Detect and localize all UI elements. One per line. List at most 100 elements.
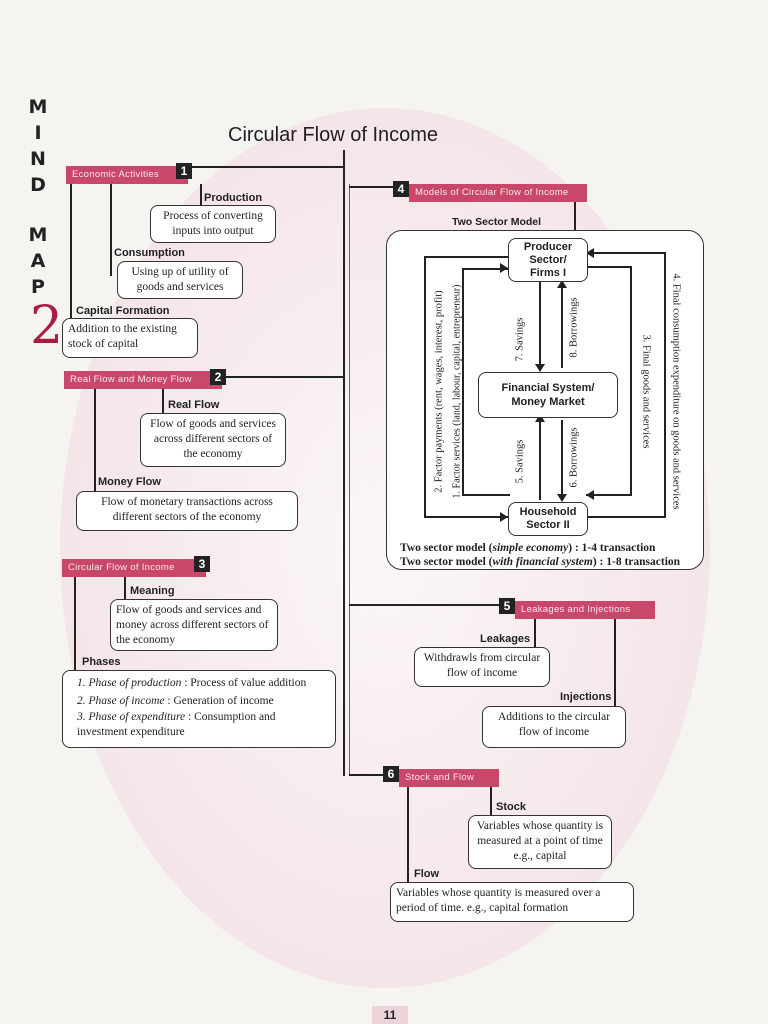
arrow-head xyxy=(500,512,508,522)
arrow-head xyxy=(586,490,594,500)
page-title: Circular Flow of Income xyxy=(228,124,439,146)
arrow-head xyxy=(586,248,594,258)
consumption-label: Consumption xyxy=(114,247,185,259)
arrow-head xyxy=(500,263,508,273)
savings-arrow xyxy=(539,282,541,368)
two-sector-label: Two Sector Model xyxy=(452,216,542,228)
connector xyxy=(407,787,409,883)
flow-line xyxy=(462,268,510,270)
section-2-number: 2 xyxy=(210,369,226,385)
connector xyxy=(74,577,76,671)
stock-box: Variables whose quantity is measured at … xyxy=(468,815,612,869)
arrow-head xyxy=(557,494,567,502)
connector xyxy=(162,389,164,415)
meaning-box: Flow of goods and services and money acr… xyxy=(110,599,278,651)
flow-line xyxy=(664,252,666,518)
model-note-financial: Two sector model (with financial system)… xyxy=(400,556,681,568)
page-number: 11 xyxy=(372,1006,408,1024)
section-3-heading: Circular Flow of Income xyxy=(62,559,206,577)
section-4-heading: Models of Circular Flow of Income xyxy=(409,184,587,202)
side-letter: N xyxy=(30,148,46,170)
side-letter: M xyxy=(28,224,48,246)
section-1-heading: Economic Activities xyxy=(66,166,188,184)
consumption-box: Using up of utility of goods and service… xyxy=(117,261,243,299)
leakages-box: Withdrawls from circular flow of income xyxy=(414,647,550,687)
side-letter: D xyxy=(30,174,46,196)
stock-label: Stock xyxy=(496,801,526,813)
flow-line xyxy=(424,516,510,518)
borrowings-8-label: 8. Borrowings xyxy=(568,297,580,358)
injections-box: Additions to the circular flow of income xyxy=(482,706,626,748)
section-3-number: 3 xyxy=(194,556,210,572)
money-flow-box: Flow of monetary transactions across dif… xyxy=(76,491,298,531)
connector xyxy=(190,166,343,168)
flow-label: Flow xyxy=(414,868,440,880)
phases-label: Phases xyxy=(82,656,121,668)
producer-sector-box: Producer Sector/ Firms I xyxy=(508,238,588,282)
savings-7-label: 7. Savings xyxy=(514,317,526,362)
flow-line xyxy=(462,494,510,496)
production-label: Production xyxy=(204,192,263,204)
connector xyxy=(614,619,616,707)
arrow-head xyxy=(535,364,545,372)
side-letter: A xyxy=(30,250,46,272)
flow-line xyxy=(586,252,666,254)
borrowings-6-label: 6. Borrowings xyxy=(568,427,580,488)
connector xyxy=(200,184,202,208)
connector xyxy=(490,787,492,817)
flow-line xyxy=(424,256,426,518)
connector xyxy=(534,619,536,647)
side-letter: P xyxy=(31,276,45,298)
household-sector-box: Household Sector II xyxy=(508,502,588,536)
phase-row: 3. Phase of expenditure : Consumption an… xyxy=(77,711,276,738)
connector xyxy=(70,184,72,320)
flow-line xyxy=(586,516,666,518)
flow-line xyxy=(630,266,632,494)
section-2-heading: Real Flow and Money Flow xyxy=(64,371,222,389)
connector xyxy=(349,604,499,606)
trunk-line xyxy=(343,150,345,776)
capital-formation-label: Capital Formation xyxy=(76,305,170,317)
savings-arrow xyxy=(539,420,541,500)
side-letter: I xyxy=(34,122,42,144)
flow-line xyxy=(586,494,632,496)
borrowings-arrow xyxy=(561,286,563,368)
connector xyxy=(226,376,343,378)
money-flow-label: Money Flow xyxy=(98,476,161,488)
connector xyxy=(94,389,96,493)
connector xyxy=(574,202,576,230)
side-letter: M xyxy=(28,96,48,118)
factor-payments-label: 2. Factor payments (rent, wages, interes… xyxy=(433,290,445,493)
final-goods-label: 3. Final goods and services xyxy=(640,334,652,449)
connector xyxy=(349,186,393,188)
leakages-label: Leakages xyxy=(480,633,531,645)
mind-map-number: 2 xyxy=(30,296,64,356)
phase-row: 2. Phase of income : Generation of incom… xyxy=(77,695,274,707)
section-6-number: 6 xyxy=(383,766,399,782)
arrow-head xyxy=(535,414,545,422)
flow-line xyxy=(586,266,632,268)
connector xyxy=(110,184,112,276)
factor-services-label: 1. Factor services (land, labour, capita… xyxy=(451,284,463,499)
arrow-head xyxy=(557,280,567,288)
connector xyxy=(349,774,383,776)
phases-box: 1. Phase of production : Process of valu… xyxy=(62,670,336,748)
section-4-number: 4 xyxy=(393,181,409,197)
financial-system-box: Financial System/ Money Market xyxy=(478,372,618,418)
model-note-simple: Two sector model (simple economy) : 1-4 … xyxy=(400,542,656,554)
section-1-number: 1 xyxy=(176,163,192,179)
section-6-heading: Stock and Flow xyxy=(399,769,499,787)
real-flow-label: Real Flow xyxy=(168,399,220,411)
flow-line xyxy=(424,256,510,258)
borrowings-arrow xyxy=(561,420,563,498)
phase-row: 1. Phase of production : Process of valu… xyxy=(77,677,307,689)
production-box: Process of converting inputs into output xyxy=(150,205,276,243)
final-consumption-label: 4. Final consumption expenditure on good… xyxy=(670,273,682,510)
meaning-label: Meaning xyxy=(130,585,175,597)
real-flow-box: Flow of goods and services across differ… xyxy=(140,413,286,467)
section-5-heading: Leakages and Injections xyxy=(515,601,655,619)
flow-line xyxy=(462,268,464,494)
trunk-line-2 xyxy=(349,184,350,776)
connector xyxy=(124,577,126,603)
section-5-number: 5 xyxy=(499,598,515,614)
